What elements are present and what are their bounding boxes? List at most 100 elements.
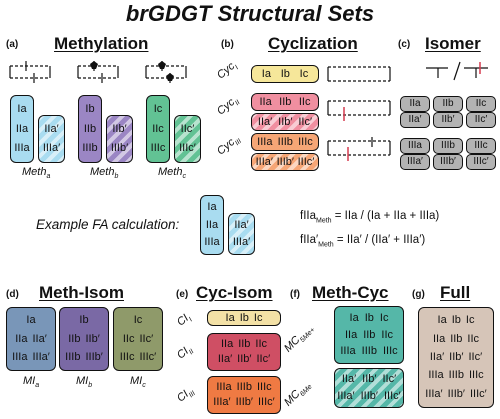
isomer-box-hatched: IIIc′ xyxy=(466,154,496,170)
compound-label: Ia xyxy=(225,311,235,324)
compound-label: IIIb xyxy=(441,140,455,151)
compound-label: Ic xyxy=(133,314,143,327)
isomer-box: IIIb xyxy=(433,138,463,154)
compound-label: IIIc xyxy=(468,369,484,382)
mi-row: IIa IIa′ xyxy=(15,332,47,345)
compound-label: IIc′ xyxy=(468,350,483,363)
compound-label: Ia xyxy=(17,103,27,116)
panel-c-title: Isomer xyxy=(425,34,481,53)
compound-label: IIc′ xyxy=(474,114,488,125)
compound-label: IIc xyxy=(255,337,268,350)
cyc-II-label: CycII xyxy=(214,96,242,118)
cyclization-schematics xyxy=(327,66,391,161)
compound-label: IIc xyxy=(152,122,164,135)
isomer-box: IIb xyxy=(433,96,463,112)
compound-label: IIb xyxy=(279,95,292,108)
compound-label: IIIb xyxy=(448,369,464,382)
compound-label: IIIc xyxy=(119,350,135,363)
isomer-box: IIc xyxy=(466,96,496,112)
compound-label: IIIa′ xyxy=(232,236,251,248)
compound-label: IIIa xyxy=(428,369,444,382)
compound-label: Ib xyxy=(451,314,461,327)
compound-label: IIIb xyxy=(277,135,293,148)
isomer-box-hatched: IIIb′ xyxy=(433,154,463,170)
panel-d-label: (d) xyxy=(6,289,19,300)
ci-III-label: CIIII xyxy=(174,388,197,405)
compound-label: Ib xyxy=(85,103,95,116)
mi-b-caption: MIb xyxy=(76,375,93,390)
mc-row: IIa′IIb′IIc′ xyxy=(342,374,396,385)
full-row: IIa′IIb′IIc′ xyxy=(430,350,483,363)
compound-label: IIIa′ xyxy=(42,142,61,154)
isomer-box: IIIc xyxy=(466,138,496,154)
compound-label: IIb xyxy=(363,328,376,341)
compound-label: IIIb′ xyxy=(447,387,465,400)
compound-label: Ib xyxy=(280,67,290,80)
compound-label: IIb xyxy=(68,332,81,345)
compound-label: Ia xyxy=(26,314,36,327)
compound-label: Ib xyxy=(79,314,89,327)
panel-b-title: Cyclization xyxy=(268,34,358,53)
compound-label: IIIb xyxy=(236,380,252,393)
mi-row: IIIc IIIc′ xyxy=(119,350,157,363)
panel-a-title: Methylation xyxy=(54,34,149,53)
compound-label: IIc xyxy=(381,328,394,341)
compound-label: IIa xyxy=(432,332,446,345)
compound-label: IIIc′ xyxy=(179,142,196,154)
compound-label: IIIc′ xyxy=(139,350,157,363)
compound-label: IIIb′ xyxy=(85,350,103,363)
panel-c-label: (c) xyxy=(398,39,411,50)
compound-label: IIc xyxy=(467,332,480,345)
cyc-III-row-bottom: IIIa′IIIb′IIIc′ xyxy=(251,153,319,171)
compound-label: Ic xyxy=(153,103,163,116)
compound-label: IIIc′ xyxy=(383,389,401,402)
compound-label: IIIa′ xyxy=(255,155,273,168)
compound-label: IIb′ xyxy=(362,373,377,386)
mc-row: IIIa′IIIb′IIIc′ xyxy=(337,389,401,402)
compound-label: Ic xyxy=(299,67,309,80)
ci-row: IIIa′IIIb′IIIc′ xyxy=(213,397,274,408)
compound-label: IIa′ xyxy=(217,353,233,366)
compound-label: Ia xyxy=(437,314,447,327)
compound-label: IIIc xyxy=(382,345,398,358)
pentagon-icon xyxy=(166,73,174,81)
compound-label: IIIb′ xyxy=(440,156,456,167)
full-row: IIIa′IIIb′IIIc′ xyxy=(425,387,486,400)
compound-label: IIa xyxy=(15,332,28,345)
meth-b-box-isomer: IIb′IIIb′ xyxy=(106,115,133,163)
panel-b-label: (b) xyxy=(221,39,234,50)
meth-a-box-isomer: IIa′IIIa′ xyxy=(38,115,65,163)
compound-label: IIa xyxy=(15,122,29,135)
full-row: IIIa IIIb IIIc xyxy=(428,370,483,381)
meth-a-caption: Metha xyxy=(22,166,51,181)
isomer-schematic xyxy=(426,61,488,81)
ci-I-label: CII xyxy=(174,312,194,329)
cyc-III-label: CycIII xyxy=(214,136,243,158)
compound-label: IIIc xyxy=(298,135,313,148)
compound-label: IIb′ xyxy=(441,114,455,125)
example-box-isomer: IIa′ IIIa′ xyxy=(228,213,255,255)
compound-label: IIa′ xyxy=(32,332,47,345)
methylation-schematics xyxy=(9,61,187,83)
compound-label: IIa′ xyxy=(234,219,249,231)
panel-g-label: (g) xyxy=(412,289,425,300)
compound-label: IIIa′ xyxy=(425,387,443,400)
panel-f-label: (f) xyxy=(290,289,300,300)
mc-6Me-box: IIa′IIb′IIc′ IIIa′IIIb′IIIc′ xyxy=(334,368,404,408)
pentagon-icon xyxy=(158,61,166,69)
